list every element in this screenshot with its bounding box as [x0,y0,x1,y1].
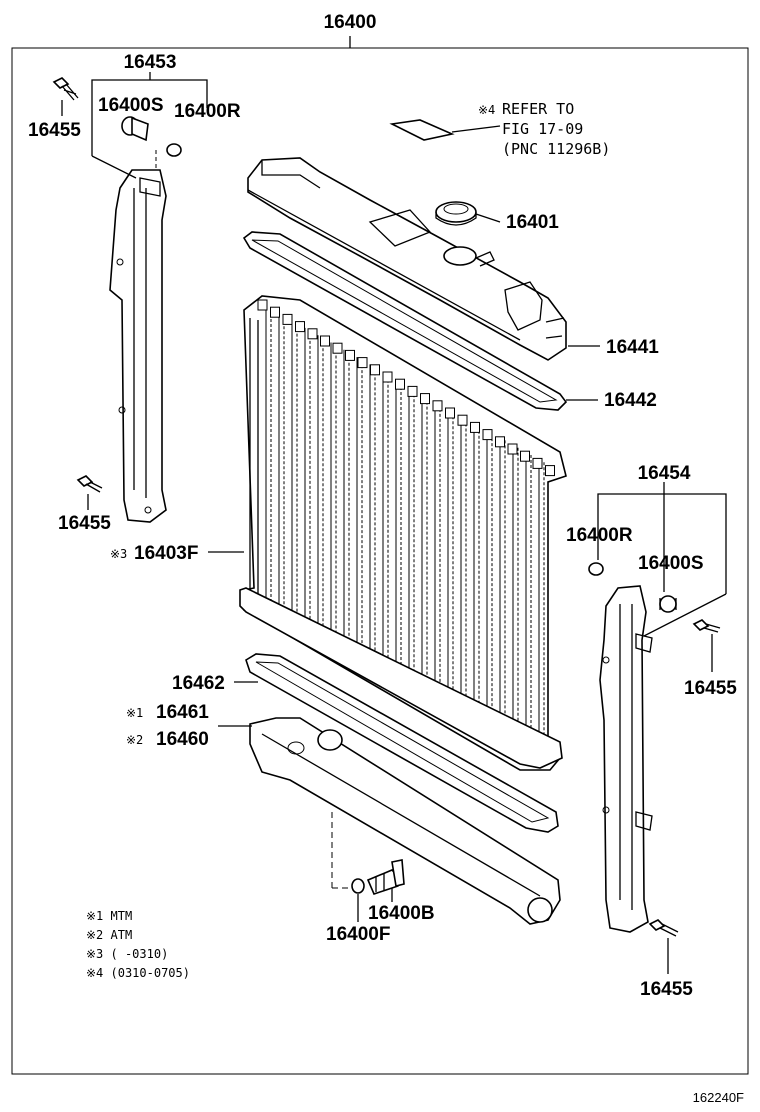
legend-item: ※4 (0310-0705) [86,966,190,980]
right-seal-s-label: 16400S [638,553,704,574]
drain-cock-label: 16400B [368,903,435,924]
right-seal-r-label: 16400R [566,525,633,546]
legend-item: ※1 MTM [86,909,132,923]
refer-note-plate-icon [389,119,455,141]
right-bolt-mid-label: 16455 [684,678,737,699]
left-bolt-bottom-icon [76,475,103,493]
upper-gasket-label: 16442 [604,390,657,411]
filler-neck [443,246,495,267]
drain-cock-icon [366,859,405,895]
legend-item: ※2 ATM [86,928,132,942]
left-seal-s-icon [121,116,149,142]
left-seal-s-label: 16400S [98,95,164,116]
left-bolt-bottom-label: 16455 [58,513,111,534]
left-bracket-kit-label: 16453 [124,52,177,73]
left-seal-r-label: 16400R [174,101,241,122]
lower-tank-illustration [249,717,561,925]
right-bolt-bottom-icon [648,919,679,937]
radiator-cap [435,201,477,226]
drain-plug-ring-icon [351,878,365,894]
lower-tank-mtm-mark: ※1 [126,706,143,720]
lower-tank-mtm-label: 16461 [156,702,209,723]
refer-note-mark: ※4 [478,103,495,117]
right-bracket-kit-label: 16454 [638,463,691,484]
upper-gasket-illustration [242,231,568,411]
right-bolt-bottom-label: 16455 [640,979,693,1000]
radiator-core-illustration [239,295,567,771]
lower-gasket-illustration [245,653,559,833]
left-bolt-top-icon [52,77,79,101]
refer-note-line2: FIG 17-09 [502,120,583,138]
left-kit-leader [91,72,208,179]
left-bracket-illustration [109,169,167,523]
cap-label: 16401 [506,212,559,233]
figure-code: 162240F [693,1090,744,1105]
lower-gasket-label: 16462 [172,673,225,694]
left-bolt-top-label: 16455 [28,120,81,141]
right-kit-leader [597,482,727,637]
right-bolt-mid-icon [692,619,721,633]
refer-note-line1: REFER TO [502,100,574,118]
assembly-part-number: 16400 [324,12,377,33]
left-seal-r-icon [166,143,182,157]
refer-note-line3: (PNC 11296B) [502,140,610,158]
lower-tank-atm-label: 16460 [156,729,209,750]
upper-tank-illustration [247,157,567,361]
core-label: 16403F [134,543,198,564]
drain-plug-ring-label: 16400F [326,924,390,945]
right-bracket-illustration [599,585,653,933]
upper-tank-label: 16441 [606,337,659,358]
diagram-frame [11,47,749,1075]
core-mark: ※3 [110,547,127,561]
legend-item: ※3 ( -0310) [86,947,168,961]
right-seal-r-icon [588,562,604,576]
lower-tank-atm-mark: ※2 [126,733,143,747]
right-seal-s-icon [659,595,677,613]
